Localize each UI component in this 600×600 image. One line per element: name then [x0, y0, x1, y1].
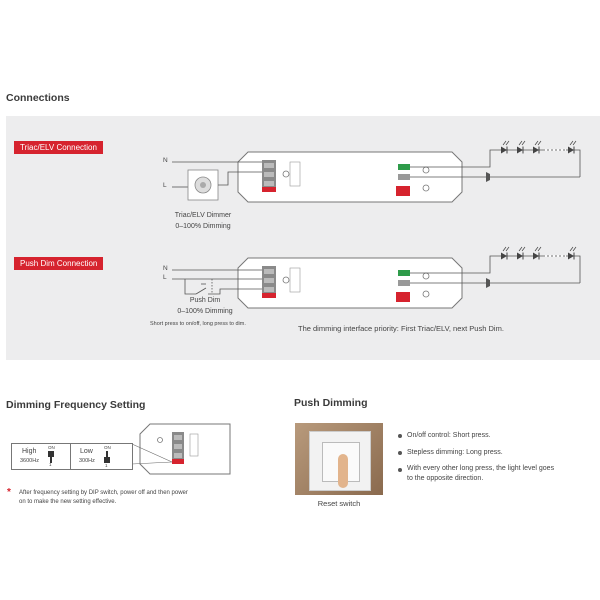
triac-dimmer-name: Triac/ELV Dimmer	[174, 212, 232, 219]
bullet-dot-icon	[398, 434, 402, 438]
frequency-driver	[131, 423, 231, 475]
low-freq: 300Hz	[79, 458, 95, 464]
push-n-label: N	[163, 265, 168, 272]
triac-diagram	[172, 140, 581, 203]
low-on-label: ON	[104, 445, 111, 450]
high-on-label: ON	[48, 445, 55, 450]
push-dim-name: Push Dim	[189, 297, 221, 304]
bullet-2: Stepless dimming: Long press.	[407, 449, 503, 456]
bullet-3-cont: to the opposite direction.	[407, 475, 484, 482]
high-freq: 3600Hz	[20, 458, 39, 464]
bullet-1: On/off control: Short press.	[407, 432, 491, 439]
high-label: High	[22, 448, 37, 455]
low-label: Low	[80, 448, 93, 455]
frequency-divider	[70, 443, 71, 470]
push-dimming-heading: Push Dimming	[294, 397, 368, 409]
push-dim-note: Short press to on/off, long press to dim…	[150, 321, 246, 327]
frequency-note-line1: After frequency setting by DIP switch, p…	[19, 490, 188, 496]
push-dim-range: 0–100% Dimming	[177, 308, 233, 315]
push-switch-icon	[195, 287, 207, 295]
bullet-dot-icon	[398, 451, 402, 455]
connections-heading: Connections	[6, 92, 70, 104]
push-l-label: L	[163, 274, 167, 281]
bullet-3: With every other long press, the light l…	[407, 465, 555, 472]
reset-switch-photo	[295, 423, 383, 495]
high-dip-switch-icon	[48, 451, 54, 457]
low-dip-switch-icon	[106, 451, 108, 457]
photo-caption: Reset switch	[317, 499, 361, 508]
low-switch-number: 1	[105, 463, 108, 468]
bullet-dot-icon	[398, 468, 402, 472]
switch-plate	[309, 431, 371, 491]
frequency-note-mark: *	[7, 487, 11, 498]
triac-connection-tag: Triac/ELV Connection	[14, 141, 103, 154]
triac-dimmer-range: 0–100% Dimming	[175, 223, 231, 230]
push-dim-diagram	[172, 246, 581, 309]
triac-n-label: N	[163, 157, 168, 164]
priority-note: The dimming interface priority: First Tr…	[298, 324, 504, 333]
frequency-switch-box	[11, 443, 133, 470]
triac-l-label: L	[163, 182, 167, 189]
high-switch-number: 1	[49, 462, 52, 467]
frequency-note-line2: on to make the new setting effective.	[19, 499, 117, 505]
finger-icon	[338, 454, 348, 488]
frequency-heading: Dimming Frequency Setting	[6, 399, 146, 411]
push-dim-connection-tag: Push Dim Connection	[14, 257, 104, 270]
